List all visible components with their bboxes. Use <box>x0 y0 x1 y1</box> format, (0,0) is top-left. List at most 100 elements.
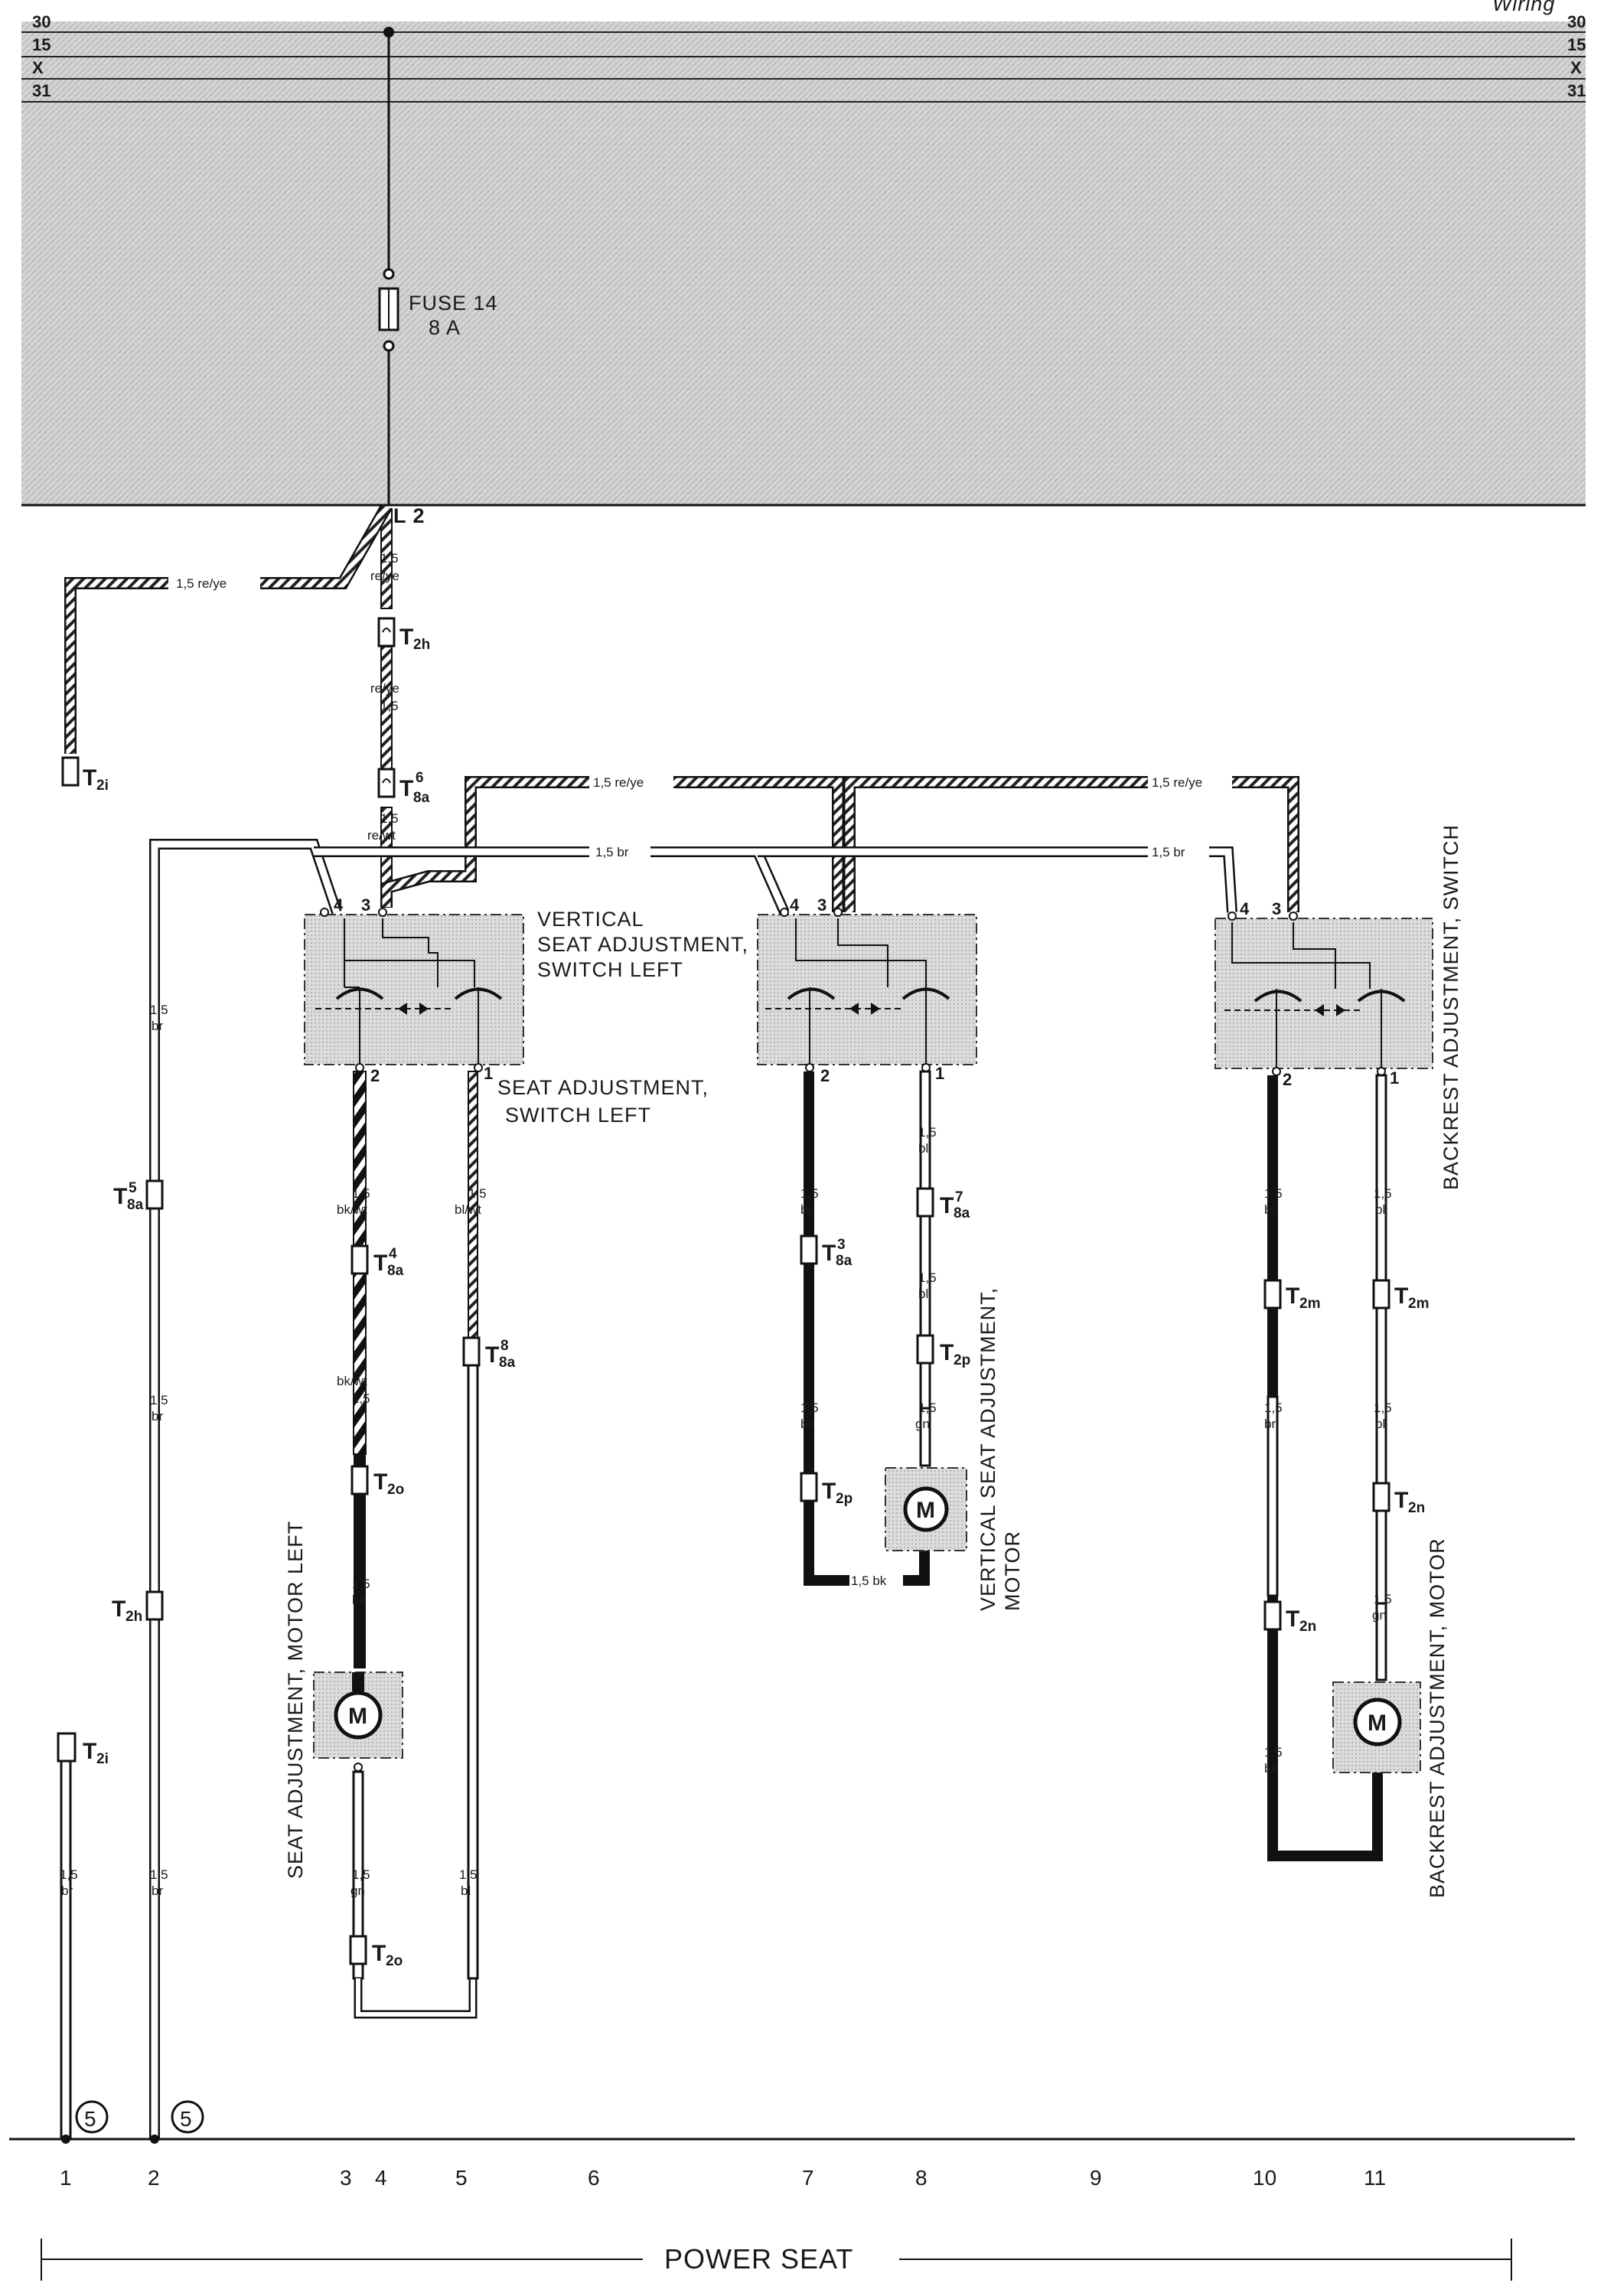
wire-branch-left-reye <box>64 504 392 754</box>
wire-col7-bk <box>804 1071 814 1577</box>
vertical-motor-label-1: VERTICAL SEAT ADJUSTMENT, <box>976 1287 999 1611</box>
wire-br-bus <box>149 839 1237 2139</box>
wire-label: gn <box>915 1417 930 1431</box>
wire-col11-gn <box>1375 1602 1387 1681</box>
svg-text:6: 6 <box>416 770 424 786</box>
svg-text:8a: 8a <box>387 1263 404 1279</box>
bus-label-30-right: 30 <box>1567 12 1586 31</box>
pin-label: 2 <box>1283 1070 1292 1089</box>
connector-t2i-top: T 2i <box>61 756 109 794</box>
svg-text:T: T <box>822 1479 836 1504</box>
backrest-motor: M <box>1332 1681 1421 1773</box>
column-number: 3 <box>340 2166 352 2190</box>
column-number: 2 <box>148 2166 160 2190</box>
svg-text:T: T <box>399 776 413 801</box>
backrest-motor-label: BACKREST ADJUSTMENT, MOTOR <box>1426 1538 1449 1898</box>
wire-label: bl <box>1375 1417 1385 1431</box>
switch-vertical-seat-middle <box>757 908 977 1072</box>
svg-text:T: T <box>1286 1283 1299 1309</box>
wire-label: bk/wt <box>337 1374 367 1388</box>
wire-label: 1,5 <box>150 1867 168 1882</box>
svg-text:2i: 2i <box>96 778 109 794</box>
svg-text:7: 7 <box>955 1189 963 1205</box>
connector-t2p-left: T 2p <box>800 1472 853 1507</box>
section-bracket <box>41 2239 1512 2281</box>
wire-col3-bk <box>354 1454 366 1668</box>
pin-label: 4 <box>790 895 800 915</box>
svg-text:T: T <box>372 1941 386 1966</box>
wire-col5-bl <box>467 1338 479 1980</box>
wire-label: bk <box>800 1417 814 1431</box>
wire-label: 1,5 <box>352 1577 370 1591</box>
wire-label: 1,5 <box>1264 1745 1283 1760</box>
svg-text:2o: 2o <box>387 1482 404 1498</box>
ground-mark-2: 5 <box>171 2100 204 2134</box>
wire-label: bk <box>352 1593 366 1607</box>
pin-label: 1 <box>1390 1068 1399 1088</box>
connector-t2n-left: T 2n <box>1263 1600 1316 1635</box>
wire-label: gn <box>350 1883 365 1898</box>
pin-label: 3 <box>361 895 370 915</box>
connector-t8a4: T 8a 4 <box>350 1244 404 1279</box>
svg-text:T: T <box>373 1469 387 1495</box>
wire-label: br <box>152 1019 163 1033</box>
svg-text:T: T <box>373 1251 387 1276</box>
column-number: 5 <box>455 2166 468 2190</box>
svg-text:T: T <box>822 1241 836 1266</box>
column-number: 9 <box>1090 2166 1102 2190</box>
switch1-label-l3: SWITCH LEFT <box>537 958 683 981</box>
svg-text:T: T <box>112 1596 126 1622</box>
wire-label: 1,5 br <box>595 845 629 859</box>
wire-label: 1,5 <box>1374 1186 1392 1201</box>
wire-label: bl <box>1375 1202 1385 1217</box>
wire-label: 1,5 <box>800 1401 819 1415</box>
bus-label-15: 15 <box>32 35 51 54</box>
wire-label: 1,5 <box>380 551 399 566</box>
wire-col10-bk2 <box>1267 1596 1278 1852</box>
wire-label: bl <box>461 1883 471 1898</box>
terminal-l2: L 2 <box>393 504 425 527</box>
svg-text:2m: 2m <box>1408 1296 1429 1312</box>
vertical-motor-label-2: MOTOR <box>1001 1531 1024 1611</box>
connector-t2p-right: T 2p <box>916 1334 970 1368</box>
svg-text:2n: 2n <box>1299 1619 1316 1635</box>
connector-t2h-top: T 2h <box>377 617 430 653</box>
wire-label: 1,5 <box>459 1867 478 1882</box>
wire-label: 1,5 <box>352 1186 370 1201</box>
pin-label: 4 <box>1240 899 1250 918</box>
svg-text:8a: 8a <box>413 790 430 806</box>
connector-t8a5: T 8a 5 <box>113 1179 164 1213</box>
wire-label: 1,5 <box>1374 1401 1392 1415</box>
svg-text:T: T <box>83 765 96 791</box>
seat-motor-label: SEAT ADJUSTMENT, MOTOR LEFT <box>284 1521 307 1879</box>
bus-label-30: 30 <box>32 12 51 31</box>
wire-label: 1,5 <box>150 1393 168 1407</box>
svg-text:T: T <box>1394 1488 1408 1513</box>
svg-text:T: T <box>485 1342 499 1368</box>
svg-text:2h: 2h <box>413 637 430 653</box>
connector-t8a6: T 8a 6 <box>377 768 430 806</box>
svg-text:T: T <box>940 1340 954 1365</box>
connector-t2i-low: T 2i <box>57 1732 109 1767</box>
wire-col11-bl <box>1375 1074 1387 1605</box>
wire-label: bk <box>800 1202 814 1217</box>
svg-text:8a: 8a <box>499 1355 516 1371</box>
wire-label: bl/wt <box>455 1202 481 1217</box>
column-number: 10 <box>1253 2166 1276 2190</box>
wire-label: 1,5 <box>380 811 399 826</box>
wire-label: 1,5 <box>918 1401 937 1415</box>
wire-label: bk <box>1264 1202 1278 1217</box>
svg-text:2m: 2m <box>1299 1296 1320 1312</box>
svg-text:8a: 8a <box>127 1197 144 1213</box>
wire-label: br <box>152 1883 163 1898</box>
bus-label-31-right: 31 <box>1567 81 1586 100</box>
svg-text:2h: 2h <box>126 1609 142 1625</box>
switch-vertical-seat-left <box>304 908 524 1072</box>
column-number: 7 <box>802 2166 814 2190</box>
wire-label: 1,5 re/ye <box>176 576 227 591</box>
bus-label-31: 31 <box>32 81 51 100</box>
section-title: POWER SEAT <box>664 2243 853 2275</box>
wire-label: 1,5 <box>1264 1401 1283 1415</box>
svg-text:3: 3 <box>837 1237 846 1253</box>
